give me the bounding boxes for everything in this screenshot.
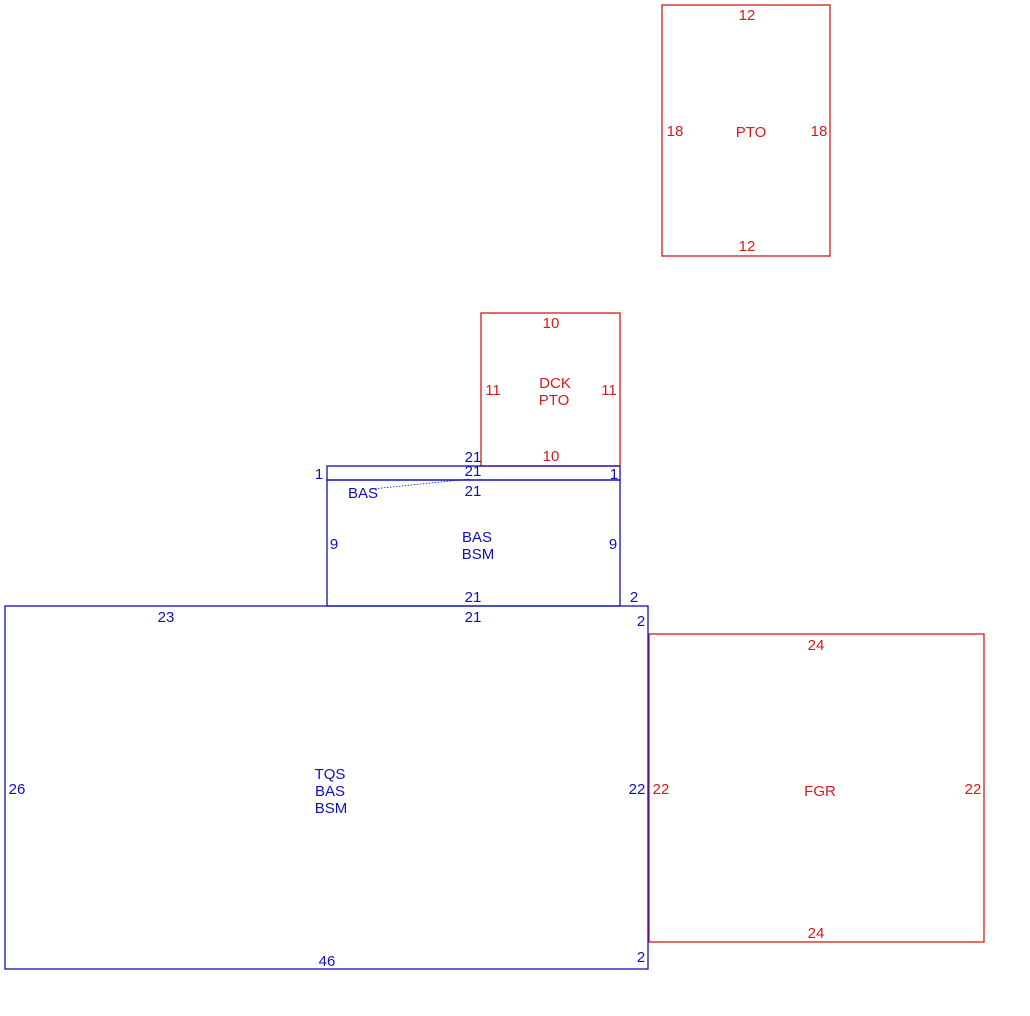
deck-code-2: PTO xyxy=(539,392,570,409)
garage-code: FGR xyxy=(804,783,836,800)
main-dim-right: 22 xyxy=(629,781,646,798)
pto-top-outline xyxy=(661,4,831,257)
bas-strip-dim-left: 1 xyxy=(315,466,323,483)
main-code-1: TQS xyxy=(315,766,346,783)
deck-dim-right: 11 xyxy=(601,382,617,399)
bas-bsm-dim-bottom: 21 xyxy=(465,589,482,606)
garage-dim-top: 24 xyxy=(808,637,825,654)
main-dim-top-left: 23 xyxy=(158,609,175,626)
main-dim-jog-bottom: 2 xyxy=(637,949,645,966)
bas-strip-dim-right: 1 xyxy=(610,466,618,483)
deck-dim-bottom: 10 xyxy=(543,448,560,465)
deck-dim-top: 10 xyxy=(543,315,560,332)
garage-dim-left: 22 xyxy=(653,781,670,798)
main-code-3: BSM xyxy=(315,800,348,817)
bas-bsm-dim-right: 9 xyxy=(609,536,617,553)
bas-strip-dim-top: 21 xyxy=(465,449,482,466)
pto-top-dim-bottom: 12 xyxy=(739,238,756,255)
bas-strip-code: BAS xyxy=(348,485,378,502)
pto-top-dim-right: 18 xyxy=(811,123,828,140)
pto-top-dim-top: 12 xyxy=(739,7,756,24)
main-dim-jog-top-inner: 2 xyxy=(637,613,645,630)
deck-dim-left: 11 xyxy=(485,382,501,399)
pto-top-dim-left: 18 xyxy=(667,123,684,140)
garage-dim-right: 22 xyxy=(965,781,982,798)
garage-dim-bottom: 24 xyxy=(808,925,825,942)
main-dim-left: 26 xyxy=(9,781,26,798)
bas-bsm-code-1: BAS xyxy=(462,529,492,546)
bas-bsm-code-2: BSM xyxy=(462,546,495,563)
main-code-2: BAS xyxy=(315,783,345,800)
main-dim-top-right: 21 xyxy=(465,609,482,626)
main-dim-jog-top-outer: 2 xyxy=(630,589,638,606)
bas-leader-line xyxy=(371,478,471,490)
deck-code-1: DCK xyxy=(539,375,571,392)
garage-outline xyxy=(648,633,985,943)
main-dim-bottom: 46 xyxy=(319,953,336,970)
main-outline xyxy=(4,605,649,970)
bas-bsm-dim-top: 21 xyxy=(465,483,482,500)
bas-strip-dim-inner: 21 xyxy=(465,463,482,480)
bas-bsm-dim-left: 9 xyxy=(330,536,338,553)
pto-top-code: PTO xyxy=(736,124,767,141)
